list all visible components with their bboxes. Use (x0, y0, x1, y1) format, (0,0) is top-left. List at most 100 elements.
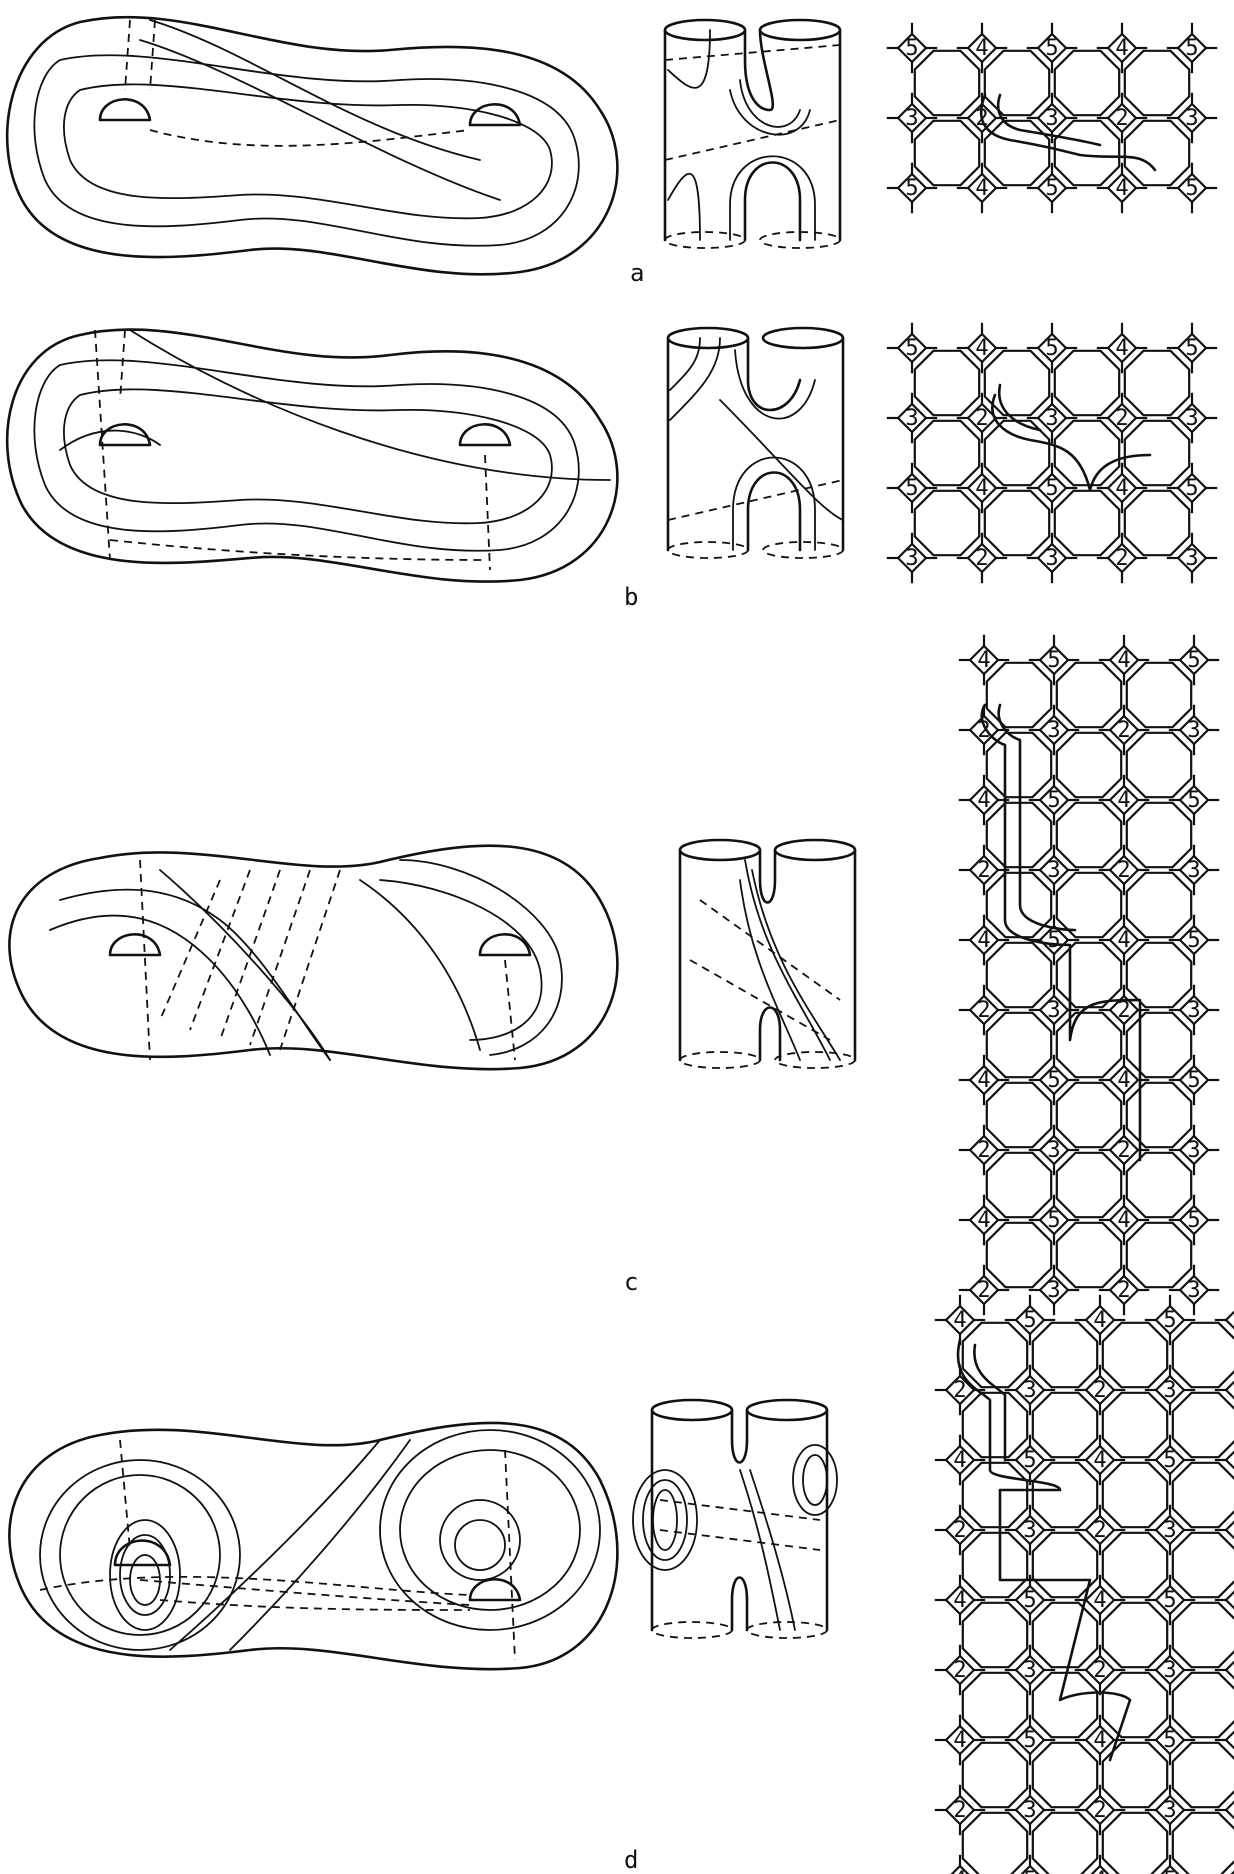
grid-label: 4 (1115, 176, 1128, 201)
grid-label: 5 (1163, 1308, 1176, 1333)
grid-label: 2 (975, 546, 988, 571)
octagon-cell (1103, 1533, 1167, 1597)
octagon-cell (1125, 51, 1189, 115)
grid-label: 3 (1045, 546, 1058, 571)
grid-label: 2 (1117, 1138, 1130, 1163)
grid-label: 4 (975, 176, 988, 201)
grid-label: 4 (953, 1728, 966, 1753)
octagon-cell (1103, 1323, 1167, 1387)
grid-label: 5 (1047, 788, 1060, 813)
octagon-cell (985, 491, 1049, 555)
grid-label: 3 (1047, 858, 1060, 883)
octagon-cell (1055, 491, 1119, 555)
tube-b (668, 328, 843, 558)
grid-label: 2 (953, 1378, 966, 1403)
grid-label: 5 (1185, 36, 1198, 61)
grid-label: 4 (1117, 648, 1130, 673)
grid-label: 2 (1115, 406, 1128, 431)
grid-label: 2 (977, 1138, 990, 1163)
octagon-cell (1033, 1463, 1097, 1527)
tube-a (665, 20, 840, 248)
octagon-cell (963, 1603, 1027, 1667)
grid-label: 2 (1093, 1518, 1106, 1543)
octagon-cell (1127, 803, 1191, 867)
octagon-cell (1127, 733, 1191, 797)
grid-label: 3 (1185, 406, 1198, 431)
octagon-cell (987, 1153, 1051, 1217)
octagon-cell (1127, 1153, 1191, 1217)
octagon-cell (1127, 1223, 1191, 1287)
octagon-cell (985, 51, 1049, 115)
panel-label-d: d (624, 1846, 638, 1874)
grid-label: 5 (1047, 1208, 1060, 1233)
octagon-cell (1033, 1813, 1097, 1874)
grid-label: 4 (1117, 1208, 1130, 1233)
grid-label: 4 (975, 336, 988, 361)
genus-two-surface-c (9, 846, 617, 1070)
tube-c (680, 840, 855, 1068)
octagon-cell (1173, 1673, 1234, 1737)
grid-label: 5 (1047, 1068, 1060, 1093)
octagon-cell (963, 1673, 1027, 1737)
grid-label: 5 (1163, 1448, 1176, 1473)
octagon-cell (1173, 1743, 1234, 1807)
octagon-cell (1127, 663, 1191, 727)
grid-label: 3 (1163, 1518, 1176, 1543)
octagon-cell (985, 351, 1049, 415)
octagon-cell (1127, 1083, 1191, 1147)
octagon-cell (1103, 1603, 1167, 1667)
grid-label: 5 (1185, 476, 1198, 501)
grid-label: 5 (1045, 336, 1058, 361)
octagon-cell (963, 1813, 1027, 1874)
grid-label: 4 (1093, 1728, 1106, 1753)
octagon-cell (1125, 351, 1189, 415)
grid-label: 5 (1163, 1868, 1176, 1874)
grid-label: 3 (1185, 546, 1198, 571)
grid-label: 3 (1187, 998, 1200, 1023)
grid-label: 3 (1023, 1378, 1036, 1403)
grid-label: 5 (1185, 176, 1198, 201)
octagon-cell (1125, 421, 1189, 485)
grid-label: 2 (1093, 1658, 1106, 1683)
octagon-cell (1057, 1013, 1121, 1077)
grid-label: 5 (1163, 1588, 1176, 1613)
octagon-cell (987, 663, 1051, 727)
grid-label: 4 (1093, 1308, 1106, 1333)
grid-label: 3 (1163, 1378, 1176, 1403)
grid-label: 3 (1187, 1138, 1200, 1163)
grid-label: 4 (1115, 336, 1128, 361)
grid-label: 3 (905, 406, 918, 431)
grid-label: 4 (953, 1448, 966, 1473)
grid-label: 5 (1047, 928, 1060, 953)
octagon-cell (1173, 1393, 1234, 1457)
octagon-cell (963, 1393, 1027, 1457)
grid-label: 5 (905, 176, 918, 201)
genus-two-surface-a (7, 17, 617, 274)
grid-label: 4 (1093, 1588, 1106, 1613)
octagon-cell (1103, 1463, 1167, 1527)
grid-label: 4 (1117, 928, 1130, 953)
grid-label: 5 (1045, 36, 1058, 61)
octagon-cell (915, 491, 979, 555)
octagon-cell (1057, 943, 1121, 1007)
grid-label: 2 (977, 1278, 990, 1303)
octagon-cell (1057, 733, 1121, 797)
grid-label: 5 (1023, 1308, 1036, 1333)
octagon-cell (915, 121, 979, 185)
octagon-cell (1057, 1153, 1121, 1217)
grid-label: 5 (1045, 476, 1058, 501)
panel-label-b: b (624, 583, 638, 611)
grid-label: 3 (1187, 858, 1200, 883)
panel-label-c: c (624, 1268, 638, 1296)
octagon-cell (915, 51, 979, 115)
grid-label: 2 (1117, 1278, 1130, 1303)
octagon-cell (987, 1083, 1051, 1147)
octagon-cell (1125, 121, 1189, 185)
grid-label: 4 (1093, 1448, 1106, 1473)
grid-label: 4 (977, 1068, 990, 1093)
grid-label: 2 (975, 406, 988, 431)
